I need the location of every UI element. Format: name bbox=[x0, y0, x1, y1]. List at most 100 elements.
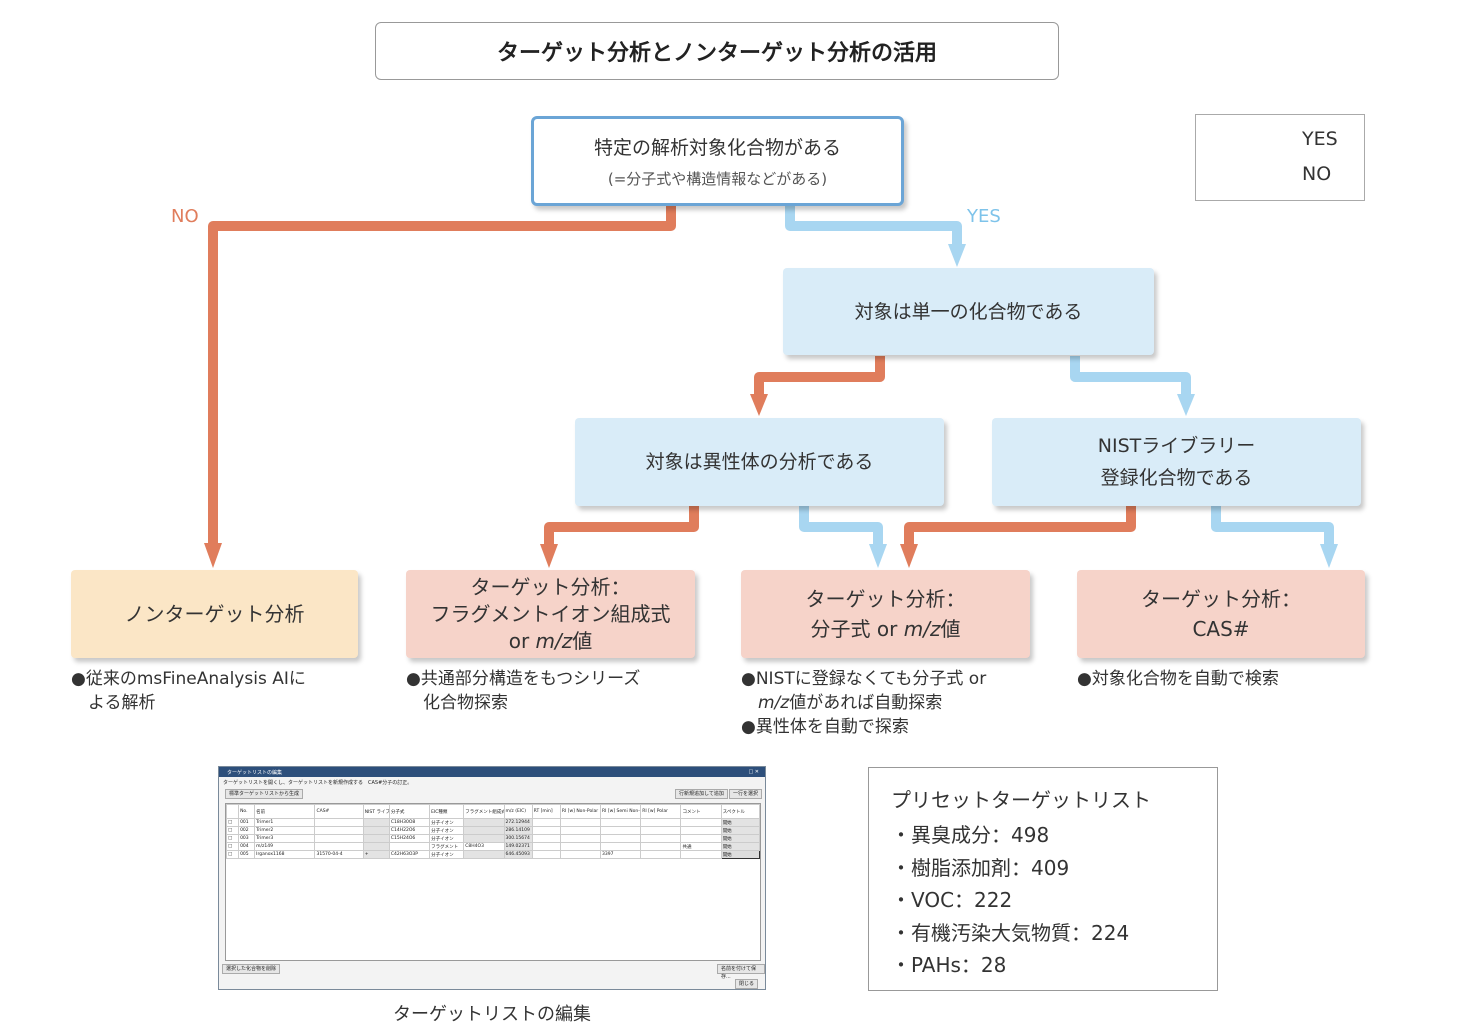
table-cell[interactable] bbox=[559, 842, 602, 851]
table-cell[interactable]: Irganox1168 bbox=[254, 850, 316, 859]
formula-line1: ターゲット分析： bbox=[805, 587, 966, 611]
note-cas-line1: 対象化合物を自動で検索 bbox=[1091, 669, 1279, 689]
row-checkbox[interactable]: □ bbox=[225, 842, 240, 851]
table-cell[interactable]: Trimer2 bbox=[254, 826, 316, 835]
root-decision-node: 特定の解析対象化合物がある (=分子式や構造情報などがある) bbox=[531, 116, 904, 206]
table-cell[interactable] bbox=[680, 818, 722, 827]
row-checkbox[interactable]: □ bbox=[225, 818, 240, 827]
note-nontarget-line2: よる解析 bbox=[88, 693, 156, 713]
header-cell: RT [min] bbox=[531, 804, 561, 819]
spectrum-button[interactable]: 開始 bbox=[720, 834, 761, 843]
table-cell[interactable]: フラグメント bbox=[429, 842, 465, 851]
delete-selected-button[interactable]: 選択した化合物を削除 bbox=[222, 964, 281, 974]
table-cell bbox=[463, 818, 505, 827]
table-cell[interactable]: Trimer1 bbox=[254, 818, 316, 827]
table-cell[interactable]: 共通 bbox=[680, 842, 722, 851]
select-row-button[interactable]: 一行を選択 bbox=[729, 789, 763, 799]
table-cell[interactable] bbox=[600, 818, 642, 827]
table-cell[interactable] bbox=[640, 842, 682, 851]
table-cell[interactable]: C42H63O3P bbox=[388, 850, 431, 859]
table-cell[interactable] bbox=[531, 826, 561, 835]
arrowhead bbox=[900, 544, 918, 568]
table-cell: 005 bbox=[238, 850, 256, 859]
table-cell[interactable] bbox=[559, 818, 602, 827]
spectrum-button[interactable]: 開始 bbox=[720, 818, 761, 827]
table-cell[interactable] bbox=[559, 826, 602, 835]
row-checkbox[interactable]: □ bbox=[225, 826, 240, 835]
table-cell[interactable] bbox=[388, 842, 431, 851]
table-cell[interactable] bbox=[680, 826, 722, 835]
add-row-button[interactable]: 行新規追加して追加 bbox=[675, 789, 728, 799]
fragment-line2: フラグメントイオン組成式 bbox=[430, 601, 671, 626]
bullet-icon: ● bbox=[406, 669, 421, 689]
table-cell[interactable]: 分子イオン bbox=[429, 834, 465, 843]
header-cell: RI [w] Polar bbox=[640, 804, 682, 819]
spectrum-button[interactable]: 開始 bbox=[720, 826, 761, 835]
header-cell: 名前 bbox=[254, 804, 316, 819]
table-cell[interactable] bbox=[531, 842, 561, 851]
legend-no-label: NO bbox=[1302, 163, 1332, 185]
table-cell[interactable] bbox=[531, 818, 561, 827]
save-as-button[interactable]: 名前を付けて保存... bbox=[717, 964, 765, 980]
spectrum-button[interactable]: 開始 bbox=[720, 850, 761, 859]
table-cell[interactable] bbox=[559, 850, 602, 859]
header-cell: RI [w] Semi Non-Polar bbox=[600, 804, 642, 819]
table-cell[interactable] bbox=[600, 826, 642, 835]
table-cell: + bbox=[362, 850, 390, 859]
target-list-editor-screenshot: ターゲットリストの編集 □ ✕ ターゲットリストを開くし、ターゲットリストを新規… bbox=[218, 766, 766, 990]
table-cell bbox=[362, 834, 390, 843]
table-cell[interactable] bbox=[600, 834, 642, 843]
table-cell[interactable] bbox=[640, 850, 682, 859]
table-cell[interactable]: C18H30O8 bbox=[388, 818, 431, 827]
spectrum-button[interactable]: 開始 bbox=[720, 842, 761, 851]
table-cell[interactable] bbox=[640, 826, 682, 835]
fragment-value: 値 bbox=[572, 628, 593, 653]
table-cell[interactable] bbox=[314, 826, 364, 835]
table-cell[interactable] bbox=[640, 818, 682, 827]
table-cell[interactable]: C14H22O6 bbox=[388, 826, 431, 835]
table-cell[interactable]: 分子イオン bbox=[429, 818, 465, 827]
window-controls[interactable]: □ ✕ bbox=[748, 769, 759, 775]
branch-label-no: NO bbox=[171, 206, 199, 227]
table-cell[interactable] bbox=[531, 834, 561, 843]
create-from-standard-button[interactable]: 標準ターゲットリストから生成 bbox=[225, 789, 304, 799]
arrowhead bbox=[204, 543, 222, 568]
fragment-line1: ターゲット分析： bbox=[470, 574, 631, 599]
table-cell[interactable] bbox=[314, 834, 364, 843]
table-cell[interactable]: Trimer3 bbox=[254, 834, 316, 843]
table-cell[interactable]: C15H24O6 bbox=[388, 834, 431, 843]
table-cell: 149.02371 bbox=[503, 842, 533, 851]
table-cell[interactable] bbox=[531, 850, 561, 859]
table-cell[interactable]: C8H4O3 bbox=[463, 842, 505, 851]
row-checkbox[interactable]: □ bbox=[225, 850, 240, 859]
table-cell[interactable] bbox=[600, 842, 642, 851]
note-nontarget: ●従来のmsFineAnalysis AIに よる解析 bbox=[71, 667, 306, 715]
table-cell[interactable] bbox=[559, 834, 602, 843]
table-cell[interactable] bbox=[680, 834, 722, 843]
table-cell[interactable] bbox=[680, 850, 722, 859]
target-list-table: No. 名前 CAS# NIST ライブラリー 分子式 EIC種類 フラグメント… bbox=[225, 803, 761, 961]
preset-item: ・PAHs：28 bbox=[891, 953, 1007, 977]
table-cell[interactable]: 3397 bbox=[600, 850, 642, 859]
close-button[interactable]: 閉じる bbox=[735, 979, 759, 989]
cas-target-node: ターゲット分析： CAS# bbox=[1077, 570, 1365, 658]
bullet-icon: ● bbox=[71, 669, 86, 689]
table-cell[interactable]: 分子イオン bbox=[429, 850, 465, 859]
yes-arrow-single bbox=[1070, 356, 1191, 396]
table-cell[interactable]: 31570-04-4 bbox=[314, 850, 364, 859]
nist-line2: 登録化合物である bbox=[1100, 467, 1253, 489]
row-checkbox[interactable]: □ bbox=[225, 834, 240, 843]
screenshot-caption: ターゲットリストの編集 bbox=[393, 1004, 591, 1025]
table-cell[interactable] bbox=[640, 834, 682, 843]
preset-heading: プリセットターゲットリスト bbox=[891, 788, 1151, 812]
table-cell[interactable] bbox=[314, 842, 364, 851]
table-cell[interactable]: 分子イオン bbox=[429, 826, 465, 835]
table-cell[interactable] bbox=[314, 818, 364, 827]
no-arrow-root bbox=[208, 206, 676, 545]
table-cell[interactable]: m/z149 bbox=[254, 842, 316, 851]
